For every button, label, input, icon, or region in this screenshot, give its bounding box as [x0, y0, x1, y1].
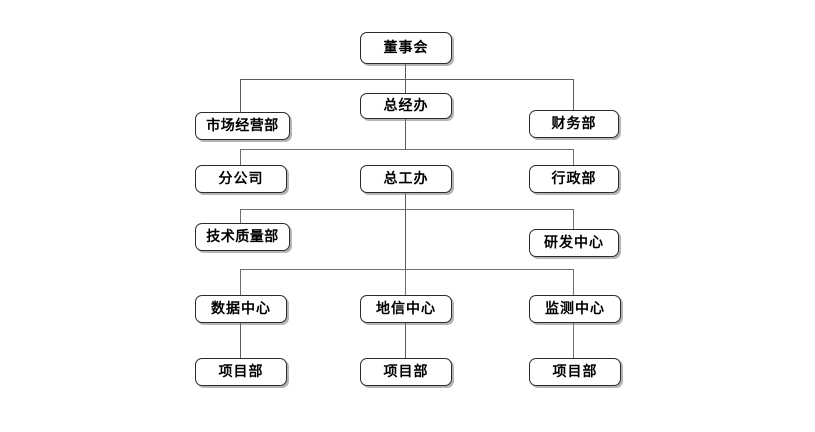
node-label: 技术质量部 [206, 229, 279, 245]
node-label: 地信中心 [376, 301, 436, 317]
node-project-dept-right[interactable]: 项目部 [529, 358, 621, 386]
node-rd-center[interactable]: 研发中心 [529, 229, 619, 257]
connector-bus2-left-drop [240, 149, 241, 165]
node-technical-quality-dept[interactable]: 技术质量部 [195, 223, 290, 251]
connector-bus3-left-drop [240, 209, 241, 223]
node-administration-dept[interactable]: 行政部 [529, 165, 619, 193]
connector-bus4-center-drop [405, 269, 406, 296]
node-label: 市场经营部 [206, 118, 279, 134]
connector-bus4-left-drop [240, 269, 241, 296]
connector-bus1-center-drop [405, 79, 406, 94]
node-label: 数据中心 [211, 301, 271, 317]
connector-center-spine-2 [405, 118, 406, 150]
connector-center-spine-3 [405, 193, 406, 210]
node-finance-dept[interactable]: 财务部 [529, 110, 619, 138]
node-label: 财务部 [551, 116, 597, 132]
node-branch-company[interactable]: 分公司 [195, 165, 287, 193]
node-label: 董事会 [383, 40, 429, 56]
connector-bus4-right-drop [573, 269, 574, 296]
node-project-dept-left[interactable]: 项目部 [195, 358, 287, 386]
connector-center-row5-row6 [405, 322, 406, 358]
connector-bus1-right-drop [573, 79, 574, 110]
node-label: 监测中心 [545, 301, 605, 317]
node-label: 项目部 [552, 364, 598, 380]
node-data-center[interactable]: 数据中心 [195, 295, 287, 323]
connector-bus1-left-drop [240, 79, 241, 112]
connector-bus2-right-drop [573, 149, 574, 165]
node-market-operations-dept[interactable]: 市场经营部 [195, 112, 290, 140]
connector-board-stem [405, 64, 406, 80]
node-label: 总工办 [383, 171, 429, 187]
connector-center-spine-4 [405, 209, 406, 270]
node-label: 研发中心 [544, 235, 604, 251]
node-monitoring-center[interactable]: 监测中心 [529, 295, 621, 323]
node-label: 行政部 [551, 171, 597, 187]
node-geoinformation-center[interactable]: 地信中心 [360, 295, 452, 323]
node-general-manager-office[interactable]: 总经办 [360, 93, 452, 119]
node-label: 总经办 [383, 98, 429, 114]
connector-bus-1 [240, 79, 574, 80]
node-chief-engineer-office[interactable]: 总工办 [360, 165, 452, 193]
connector-right-row5-row6 [573, 322, 574, 358]
connector-left-row5-row6 [240, 322, 241, 358]
node-label: 分公司 [218, 171, 264, 187]
connector-bus-3 [240, 209, 574, 210]
node-label: 项目部 [218, 364, 264, 380]
connector-bus-4 [240, 269, 574, 270]
node-label: 项目部 [383, 364, 429, 380]
node-board-of-directors[interactable]: 董事会 [360, 32, 452, 64]
connector-bus3-right-drop [573, 209, 574, 229]
connector-bus-2 [240, 149, 574, 150]
node-project-dept-center[interactable]: 项目部 [360, 358, 452, 386]
